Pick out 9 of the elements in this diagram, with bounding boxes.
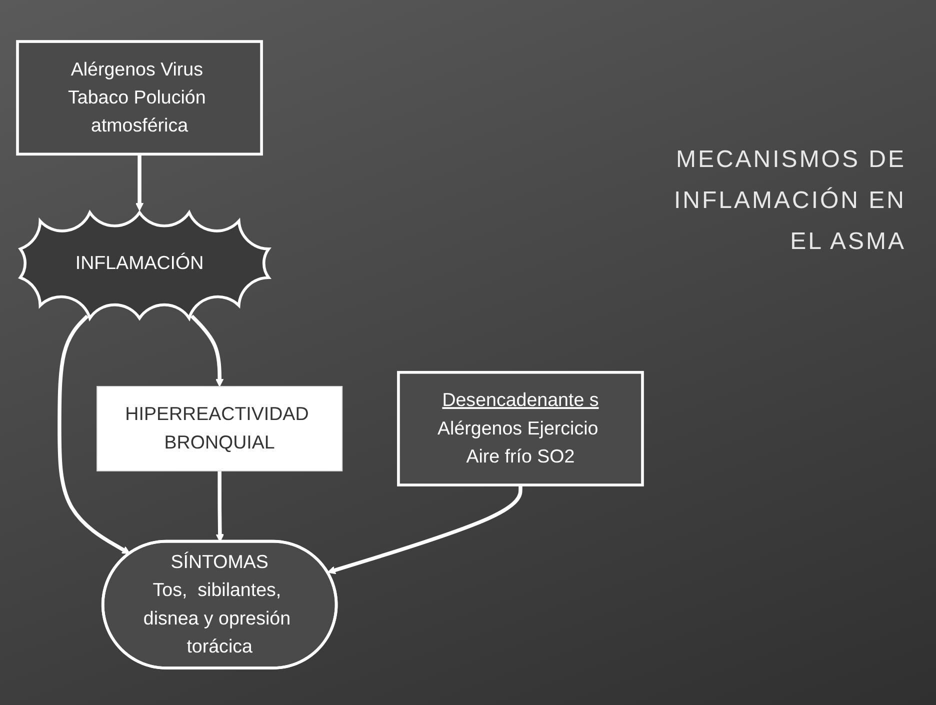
arrow (190, 314, 224, 388)
node-box: Alérgenos Virus Tabaco Polución atmosférica (16, 40, 263, 156)
node-box: HIPERREACTIVIDAD BRONQUIAL (96, 386, 343, 472)
arrow (327, 485, 522, 574)
arrow (58, 314, 130, 554)
slide-title: MECANISMOS DE INFLAMACIÓN EN EL ASMA (672, 145, 906, 257)
node-box: Desencadenante s Alérgenos Ejercicio Aire frío SO2 (397, 371, 644, 487)
arrow (216, 471, 224, 542)
arrow (135, 154, 144, 212)
